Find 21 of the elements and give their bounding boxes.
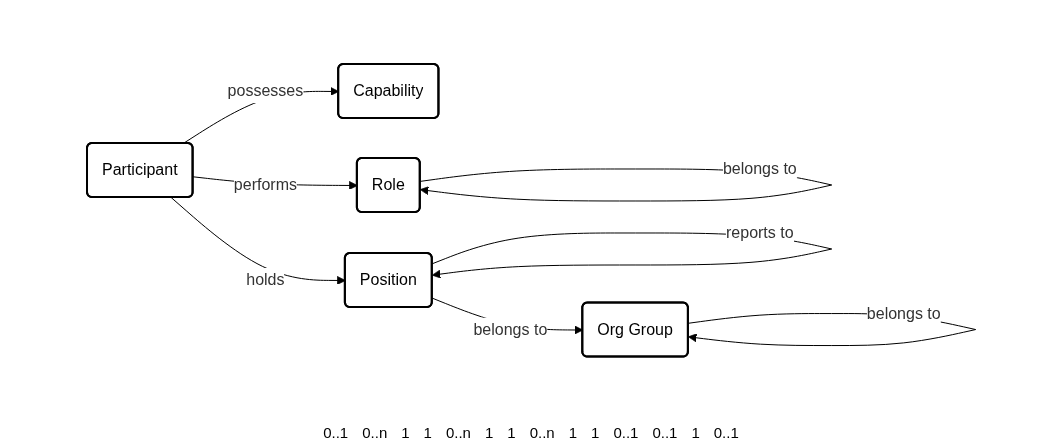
multiplicity-label: 0..1 [652,424,678,441]
edge-label: reports to [725,223,794,241]
multiplicity-label: 0..1 [713,424,739,441]
edge-label: belongs to [722,159,797,177]
multiplicity-label: 0..n [529,424,555,441]
multiplicity-label: 1 [484,424,494,441]
multiplicity-label: 0..1 [613,424,639,441]
multiplicity-label: 0..1 [323,424,349,441]
multiplicity-label: 1 [591,424,600,441]
multiplicity-label: 1 [401,424,410,441]
multiplicity-label: 0..n [362,424,388,441]
edge-label: performs [233,175,297,193]
multiplicity-label: 1 [691,424,700,441]
multiplicity-label: 1 [568,424,578,441]
edge-label: possesses [227,81,303,99]
edge-label: holds [245,270,285,288]
edge-label: belongs to [473,320,547,338]
edge-label: belongs to [866,304,941,322]
multiplicity-label: 0..n [445,424,471,441]
multiplicity-label: 1 [507,424,516,441]
multiplicity-label: 1 [423,424,432,441]
